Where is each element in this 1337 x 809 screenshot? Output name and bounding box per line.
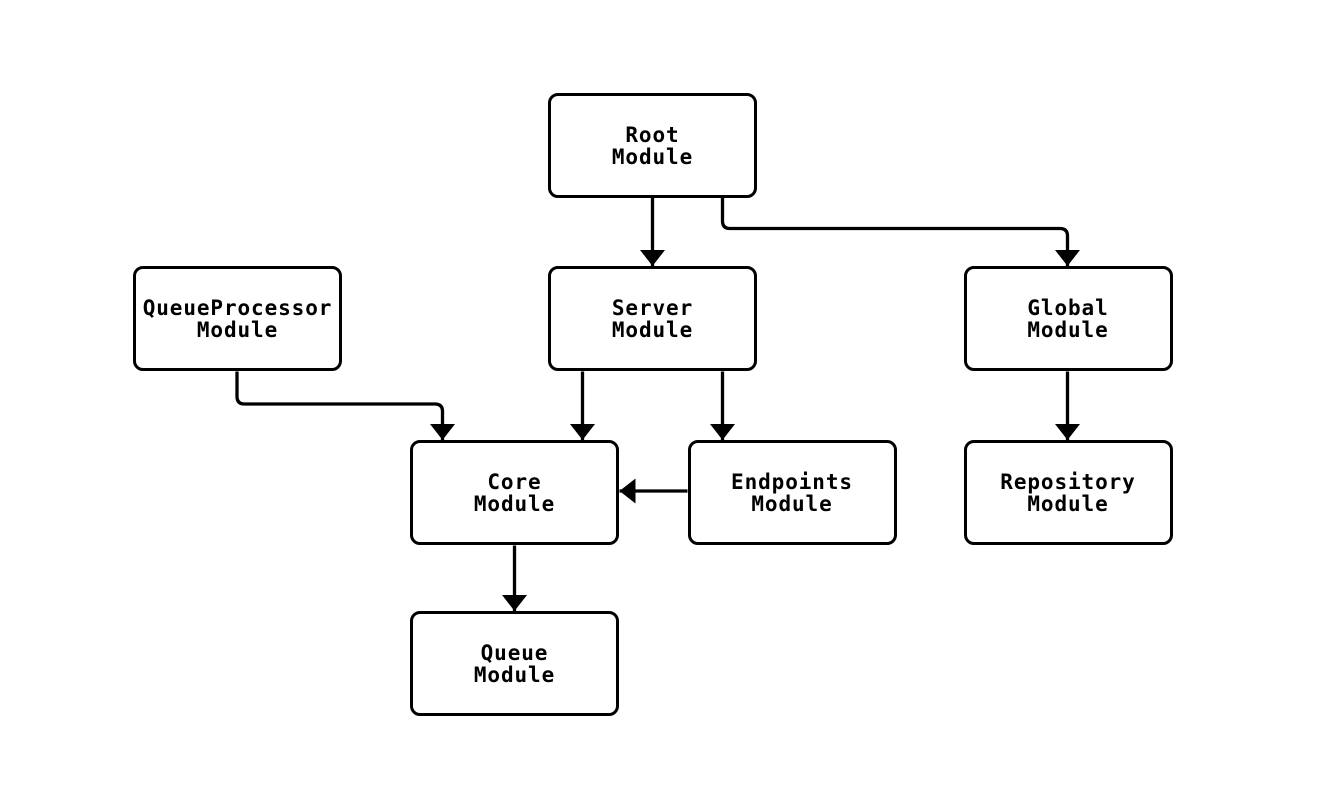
- node-label-line1: Repository: [1000, 469, 1136, 494]
- node-label-line1: Server: [611, 295, 694, 320]
- node-queue-module: Queue Module: [410, 611, 619, 716]
- node-label-line1: QueueProcessor: [142, 295, 333, 320]
- node-label-line1: Queue: [480, 640, 549, 665]
- node-label-line2: Module: [473, 491, 556, 516]
- node-endpoints-module: Endpoints Module: [687, 440, 897, 545]
- node-label-line2: Module: [751, 491, 833, 516]
- edge-root-to-global: [720, 198, 1080, 266]
- node-label-line1: Global: [1027, 295, 1109, 320]
- node-label-line2: Module: [611, 144, 694, 169]
- node-label-line2: Module: [196, 317, 279, 342]
- node-label: Root Module: [612, 124, 693, 168]
- node-server-module: Server Module: [548, 266, 757, 371]
- node-queueprocessor-module: QueueProcessor Module: [133, 266, 342, 371]
- node-global-module: Global Module: [963, 266, 1173, 371]
- node-label-line1: Endpoints: [731, 469, 853, 494]
- node-label-line2: Module: [1027, 491, 1109, 516]
- edge-queueprocessor-to-core: [235, 371, 455, 440]
- node-label-line2: Module: [611, 317, 694, 342]
- node-label: QueueProcessor Module: [143, 297, 333, 341]
- node-core-module: Core Module: [410, 440, 619, 545]
- node-label-line2: Module: [1027, 317, 1109, 342]
- node-label: Queue Module: [474, 642, 555, 686]
- node-label: Core Module: [474, 471, 555, 515]
- node-root-module: Root Module: [548, 93, 757, 198]
- node-label-line2: Module: [473, 662, 556, 687]
- node-repository-module: Repository Module: [963, 440, 1173, 545]
- node-label: Repository Module: [1000, 471, 1135, 515]
- node-label-line1: Root: [625, 122, 680, 147]
- node-label: Global Module: [1027, 297, 1108, 341]
- node-label: Server Module: [612, 297, 693, 341]
- node-label-line1: Core: [487, 469, 542, 494]
- node-label: Endpoints Module: [731, 471, 853, 515]
